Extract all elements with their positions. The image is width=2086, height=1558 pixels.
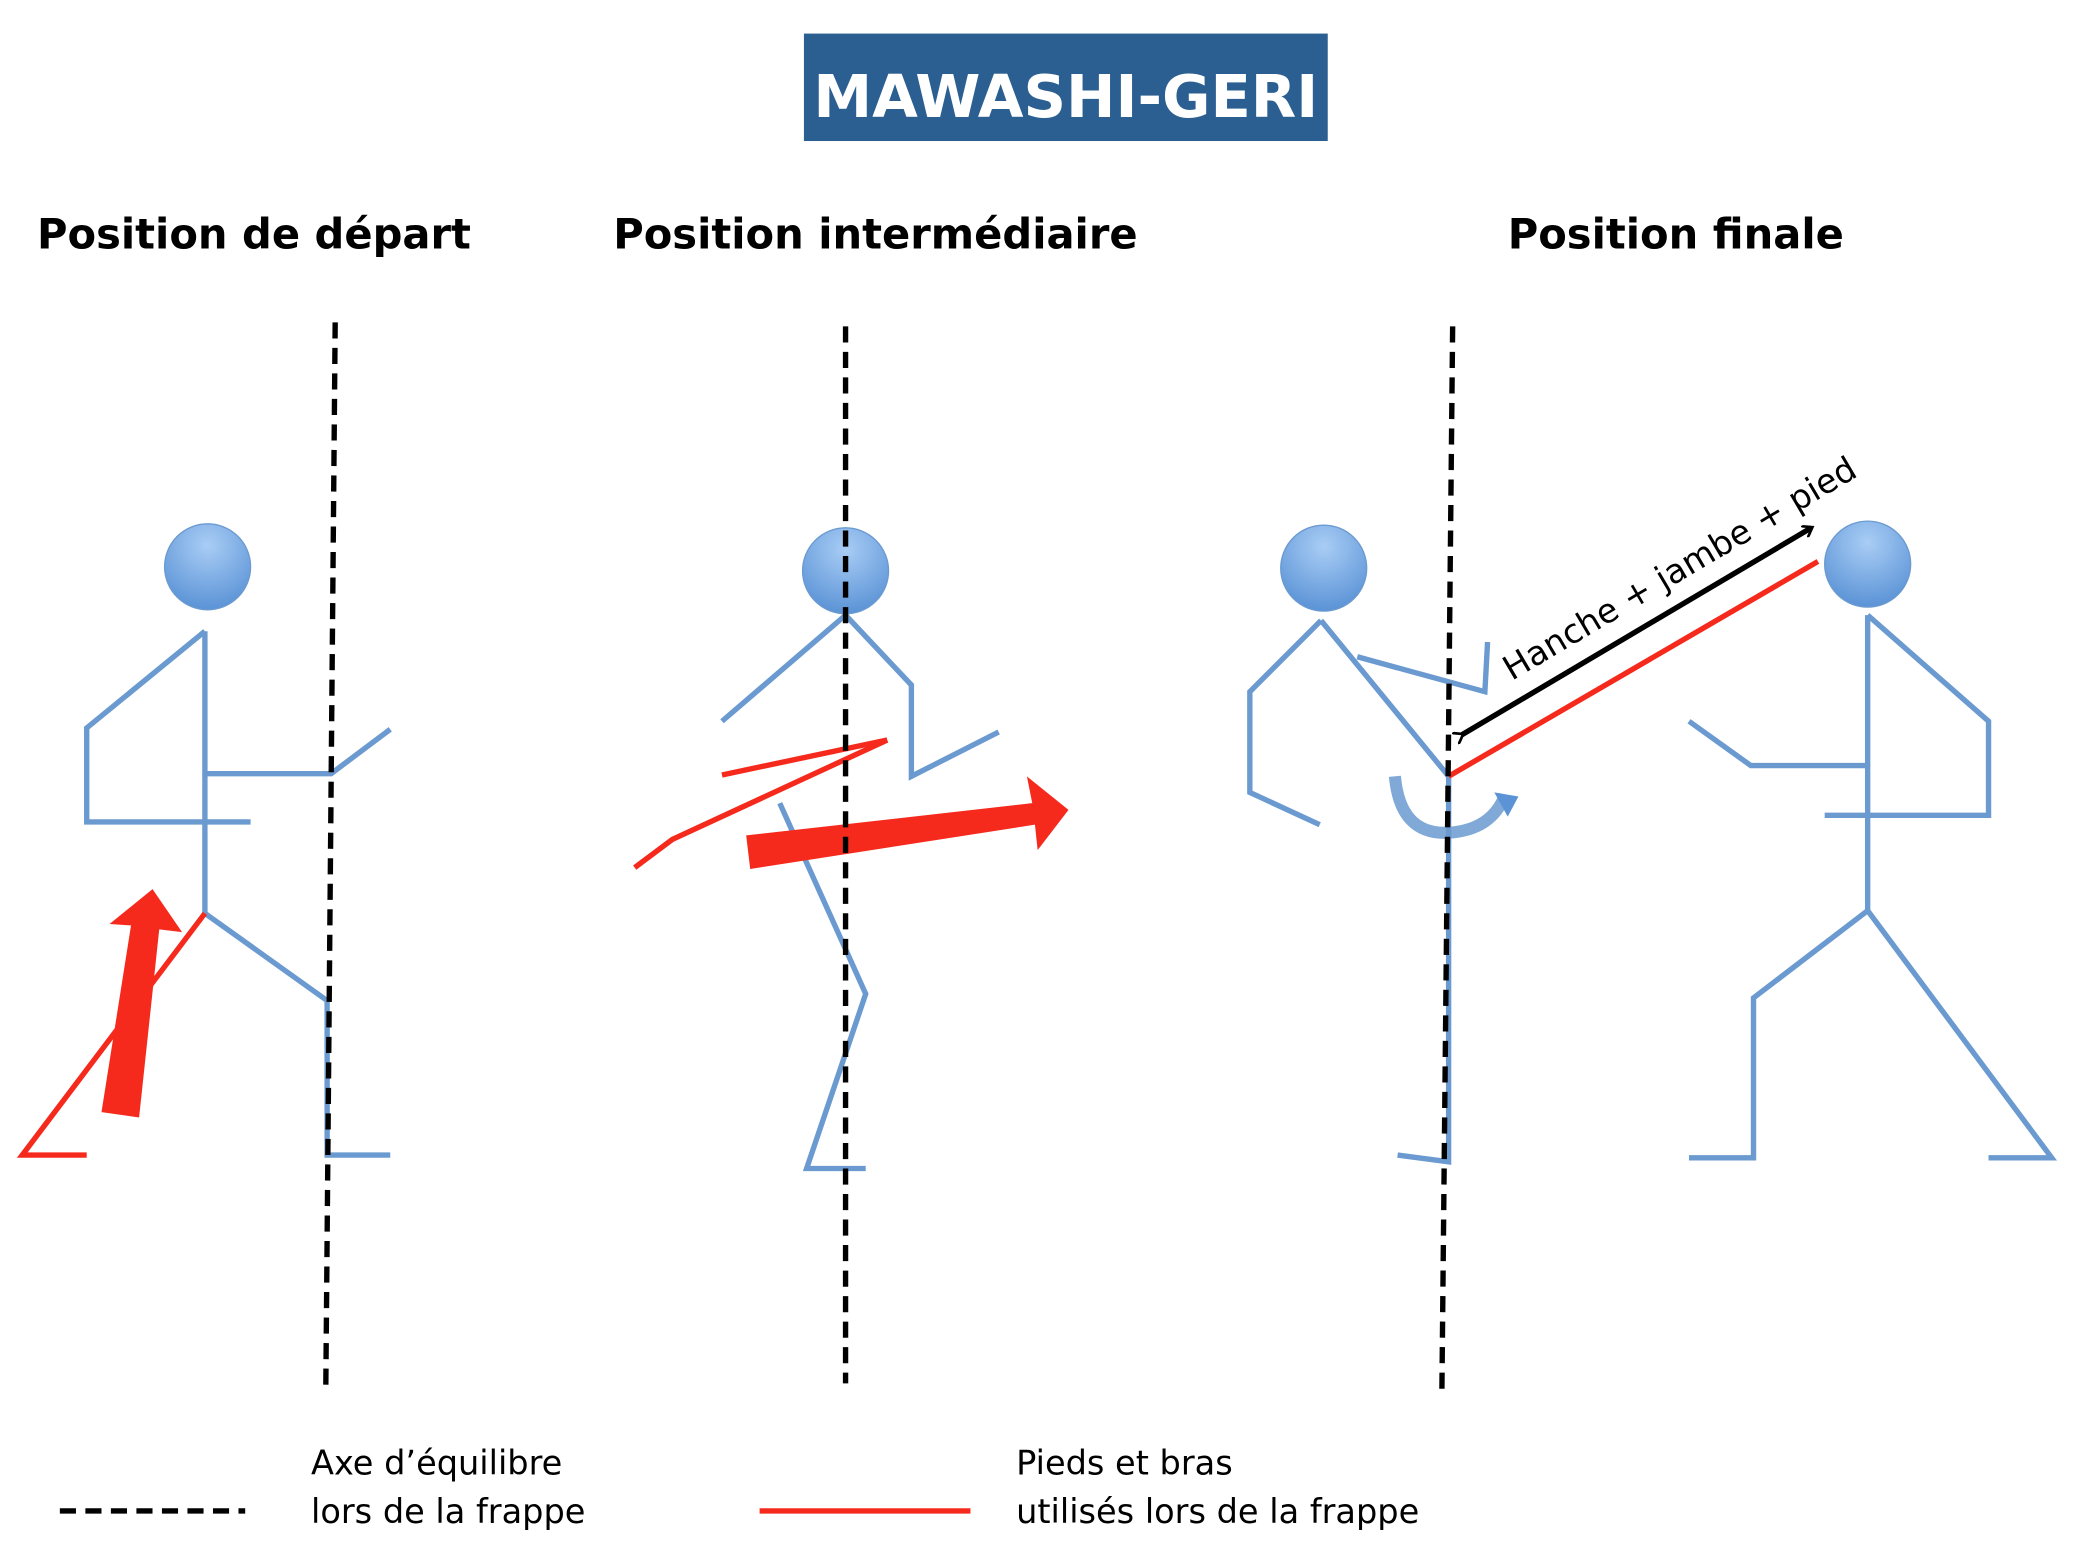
heading-intermediate: Position intermédiaire: [613, 209, 1137, 258]
red-arrow-icon: [746, 776, 1069, 869]
red-arrow-icon: [101, 889, 183, 1118]
title-box: [803, 33, 1328, 142]
rotation-arrow-icon: [1388, 775, 1511, 839]
legend: Axe d’équilibre lors de la frappe Pieds …: [59, 1444, 1419, 1531]
heading-final: Position finale: [1508, 209, 1844, 258]
legend-axis-line2: lors de la frappe: [311, 1492, 585, 1531]
balance-axis: [323, 322, 338, 1391]
legend-limbs-line2: utilisés lors de la frappe: [1016, 1492, 1419, 1531]
double-arrow-icon: [1462, 528, 1811, 735]
head: [1280, 524, 1368, 612]
figure-final: [1247, 524, 1820, 1165]
heading-start: Position de départ: [37, 209, 471, 258]
legend-limbs-line1: Pieds et bras: [1016, 1444, 1233, 1483]
legend-axis-line1: Axe d’équilibre: [311, 1444, 562, 1483]
rotation-arrowhead-icon: [1494, 792, 1519, 817]
title: MAWASHI-GERI: [813, 62, 1318, 131]
figure-opponent: [1687, 520, 2058, 1161]
head: [163, 523, 252, 611]
head: [1824, 520, 1912, 608]
